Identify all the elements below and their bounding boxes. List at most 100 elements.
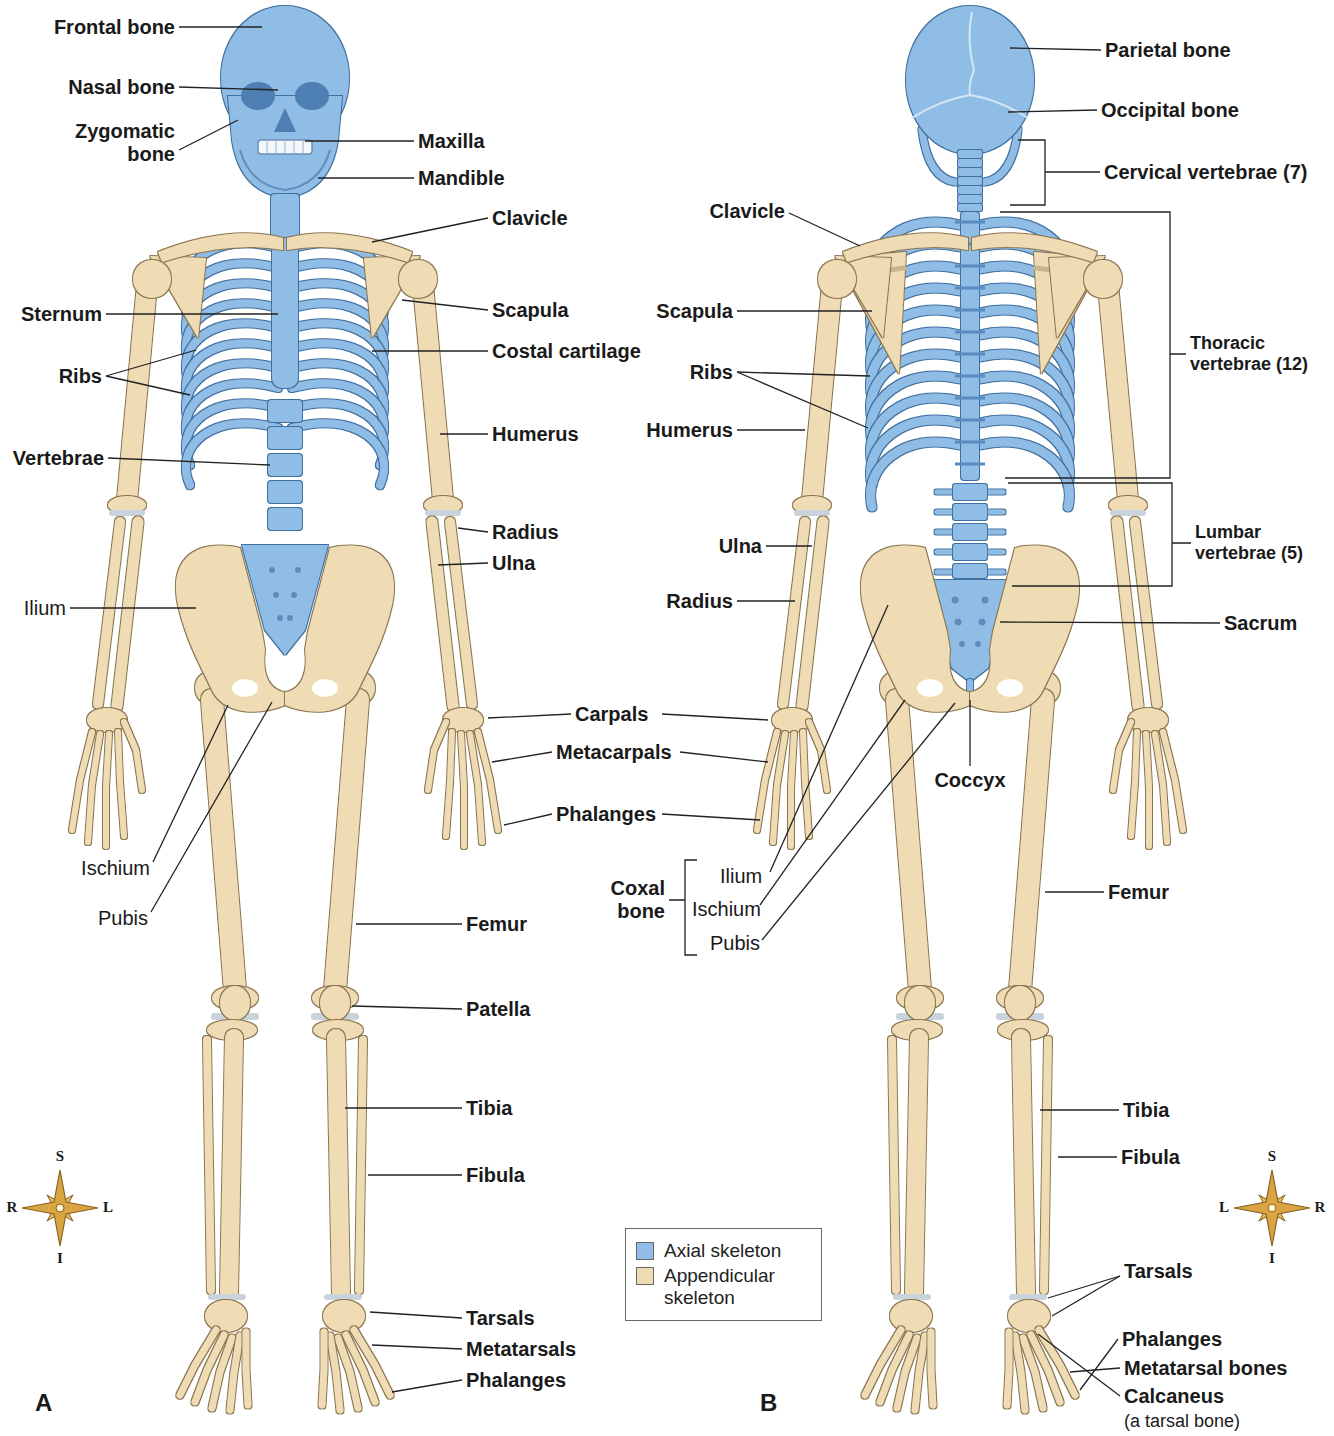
limbs-a-left — [72, 233, 285, 1410]
leader-line — [1070, 1368, 1120, 1372]
bone-label: Zygomatic bone — [50, 120, 175, 166]
bone-label: Metatarsals — [466, 1338, 576, 1361]
cervical-vertebra — [958, 186, 982, 194]
limbs-a-right — [285, 233, 498, 1410]
bone-label: Tibia — [466, 1097, 512, 1120]
bone-label: Ilium — [24, 597, 66, 620]
bone-label: Ilium — [720, 865, 762, 888]
leader-line — [372, 218, 488, 242]
lumbar-vertebra — [268, 481, 302, 503]
cervical-spine — [271, 194, 299, 240]
cranium — [906, 6, 1034, 154]
bone-label: Vertebrae — [13, 447, 104, 470]
leader-line — [438, 563, 488, 565]
bone-label: (a tarsal bone) — [1124, 1411, 1240, 1432]
compass-letter: L — [1219, 1199, 1229, 1216]
leader-line — [1080, 1339, 1118, 1390]
bone-label: Occipital bone — [1101, 99, 1239, 122]
leader-line — [356, 923, 462, 924]
sagittal-suture — [969, 12, 974, 95]
leader-line — [1058, 1156, 1117, 1157]
leader-line — [1045, 891, 1104, 892]
leader-lines — [70, 27, 1220, 1396]
lumbar-vertebra — [268, 400, 302, 422]
legend-swatch — [636, 1242, 654, 1260]
leader-line — [372, 350, 488, 351]
bone-label: Tarsals — [466, 1307, 535, 1330]
panel-letter: B — [760, 1389, 777, 1417]
lumbar-vertebra — [953, 524, 987, 540]
lumbar-vertebra — [953, 544, 987, 560]
bone-label: Femur — [1108, 881, 1169, 904]
teeth — [258, 140, 312, 154]
leader-line — [760, 700, 905, 905]
leader-line — [392, 1380, 462, 1392]
leader-line — [179, 87, 278, 90]
cervical-vertebra — [958, 204, 982, 211]
leader-line — [108, 458, 270, 465]
leader-line — [1010, 48, 1101, 50]
bone-label: Metacarpals — [556, 741, 672, 764]
jaw-line — [240, 150, 330, 190]
leader-line — [440, 433, 488, 434]
leader-line — [153, 705, 228, 862]
bone-label: Femur — [466, 913, 527, 936]
legend-swatch — [636, 1267, 654, 1285]
orbit — [295, 82, 329, 110]
leader-line — [662, 814, 760, 820]
leader-line — [1040, 1109, 1119, 1110]
leader-line — [737, 372, 870, 376]
lumbar-vertebra — [953, 564, 987, 578]
limbs-b-right — [970, 233, 1183, 1410]
bone-label: Sternum — [21, 303, 102, 326]
legend: Axial skeletonAppendicular skeleton — [625, 1228, 822, 1321]
sacral-foramina — [952, 597, 989, 648]
leader-line — [504, 814, 552, 825]
bone-label: Calcaneus — [1124, 1385, 1224, 1408]
compass-letter: S — [56, 1148, 64, 1165]
bone-label: Ischium — [692, 898, 761, 921]
leader-line — [737, 310, 872, 311]
leader-line — [368, 1174, 462, 1175]
compass-letter: R — [1315, 1199, 1326, 1216]
lumbar-vertebra — [953, 484, 987, 500]
leader-line — [106, 313, 278, 314]
bone-label: Fibula — [466, 1164, 525, 1187]
leader-line — [789, 213, 860, 246]
compass-letter: I — [57, 1250, 63, 1267]
sacral-foramina — [269, 567, 301, 621]
bone-label: Coccyx — [934, 769, 1005, 792]
leader-line — [737, 372, 868, 428]
bone-label: Scapula — [492, 299, 569, 322]
leader-line — [488, 714, 571, 718]
lumbar-vertebra — [953, 504, 987, 520]
bone-label: Ulna — [719, 535, 762, 558]
leader-line — [766, 545, 812, 546]
leader-line — [762, 703, 955, 940]
lumbar-vertebra — [268, 508, 302, 530]
leader-line — [737, 429, 805, 430]
bone-label: Cervical vertebrae (7) — [1104, 161, 1307, 184]
cervical-vertebra — [958, 150, 982, 158]
leader-line — [370, 1312, 462, 1318]
bracket — [1010, 140, 1100, 205]
bone-label: Clavicle — [492, 207, 568, 230]
legend-text: Axial skeleton — [664, 1240, 781, 1262]
leader-line — [969, 700, 970, 766]
leader-line — [179, 26, 262, 27]
leader-line — [179, 120, 238, 150]
bone-label: Fibula — [1121, 1146, 1180, 1169]
orbit — [241, 82, 275, 110]
compass-rose — [1234, 1170, 1310, 1246]
lambdoid-suture — [912, 95, 1028, 118]
leader-line — [737, 600, 795, 601]
bone-label: Ulna — [492, 552, 535, 575]
cervical-vertebra — [958, 195, 982, 203]
compass-letter: I — [1269, 1250, 1275, 1267]
legend-row: Axial skeleton — [636, 1240, 811, 1262]
sternum — [272, 238, 298, 388]
tooth-lines — [267, 140, 303, 154]
leader-line — [492, 752, 552, 762]
panel-letter: A — [35, 1389, 52, 1417]
